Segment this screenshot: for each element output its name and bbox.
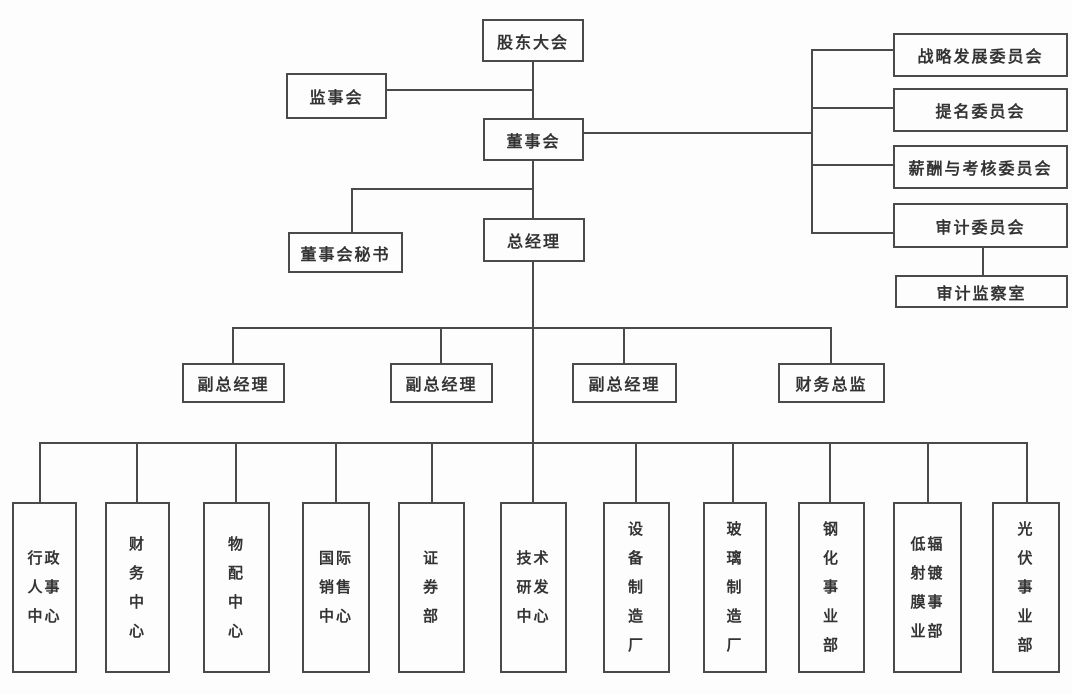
node-dept-admin-hr-center: 行政 人事 中心 [12, 502, 77, 673]
node-label: 提名委员会 [935, 104, 1026, 121]
node-label: 审计委员会 [935, 219, 1026, 237]
node-board-of-directors: 董事会 [483, 118, 584, 161]
node-board-secretary: 董事会秘书 [288, 232, 403, 273]
connector-executive-rail [232, 327, 832, 329]
node-label: 低辐 射镀 膜事 业部 [910, 535, 945, 640]
node-label: 董事会秘书 [300, 246, 391, 264]
node-label: 监事会 [309, 90, 364, 107]
node-label: 技术 研发 中心 [516, 550, 551, 625]
connector-stub-deputy-1 [232, 328, 234, 363]
node-deputy-gm-2: 副总经理 [390, 363, 493, 403]
node-committee-strategy: 战略发展委员会 [893, 33, 1068, 77]
connector-stub-dept-1 [39, 443, 41, 502]
connector-stub-deputy-2 [440, 328, 442, 363]
node-label: 财务总监 [795, 377, 868, 394]
node-label: 证 券 部 [422, 550, 440, 625]
node-label: 战略发展委员会 [917, 49, 1044, 66]
node-committee-audit: 审计委员会 [893, 203, 1068, 248]
connector-stub-finance-director [830, 328, 832, 363]
connector-stub-strategy [811, 49, 893, 51]
node-dept-logistics-center: 物 配 中 心 [203, 502, 270, 673]
connector-stub-dept-5 [431, 443, 433, 502]
node-label: 财 务 中 心 [128, 535, 146, 640]
node-general-manager: 总经理 [483, 218, 585, 262]
node-label: 副总经理 [588, 377, 661, 394]
node-dept-equipment-plant: 设 备 制 造 厂 [603, 502, 670, 673]
connector-audit-office [982, 248, 984, 275]
connector-stub-dept-9 [829, 443, 831, 502]
connector-stub-dept-3 [235, 443, 237, 502]
node-label: 董事会 [506, 133, 561, 151]
node-label: 光 伏 事 业 部 [1017, 521, 1035, 654]
node-label: 总经理 [506, 234, 561, 251]
node-label: 副总经理 [405, 377, 478, 394]
connector-stub-dept-7 [635, 443, 637, 502]
node-label: 副总经理 [197, 377, 270, 394]
connector-stub-remuneration [811, 164, 893, 166]
node-audit-supervision-office: 审计监察室 [895, 275, 1068, 308]
connector-stub-audit [811, 232, 893, 234]
connector-supervisory-board [387, 89, 534, 91]
node-finance-director: 财务总监 [778, 363, 885, 403]
connector-stub-dept-11 [1026, 443, 1028, 502]
node-label: 钢 化 事 业 部 [822, 521, 840, 654]
node-dept-intl-sales-center: 国际 销售 中心 [302, 502, 370, 673]
node-label: 股东大会 [496, 34, 569, 52]
node-dept-pv-division: 光 伏 事 业 部 [992, 502, 1060, 673]
node-deputy-gm-1: 副总经理 [182, 363, 285, 403]
connector-stub-dept-2 [136, 443, 138, 502]
node-dept-tech-rd-center: 技术 研发 中心 [500, 502, 567, 673]
node-committee-remuneration: 薪酬与考核委员会 [893, 145, 1068, 189]
connector-department-rail [39, 442, 1028, 444]
node-committee-nomination: 提名委员会 [893, 88, 1068, 132]
connector-stub-dept-8 [732, 443, 734, 502]
connector-committee-bus [811, 50, 813, 234]
connector-secretary-drop [351, 189, 353, 232]
node-dept-finance-center: 财 务 中 心 [105, 502, 170, 673]
node-dept-securities: 证 券 部 [398, 502, 465, 673]
connector-stub-dept-4 [335, 443, 337, 502]
connector-secretary-branch [351, 188, 534, 190]
node-label: 物 配 中 心 [227, 535, 245, 640]
node-label: 玻 璃 制 造 厂 [726, 521, 744, 654]
connector-board-committee-bus [584, 132, 813, 134]
node-shareholders-meeting: 股东大会 [482, 19, 584, 62]
node-label: 行政 人事 中心 [27, 550, 62, 625]
node-label: 国际 销售 中心 [318, 550, 353, 625]
node-dept-lowe-coating-division: 低辐 射镀 膜事 业部 [893, 502, 962, 673]
connector-stub-dept-10 [927, 443, 929, 502]
node-dept-tempering-division: 钢 化 事 业 部 [798, 502, 865, 673]
node-label: 审计监察室 [936, 285, 1027, 303]
connector-gm-trunk [532, 262, 534, 502]
node-label: 薪酬与考核委员会 [908, 161, 1053, 178]
node-label: 设 备 制 造 厂 [627, 521, 645, 654]
node-deputy-gm-3: 副总经理 [572, 363, 677, 403]
connector-stub-deputy-3 [623, 328, 625, 363]
connector-stub-nomination [811, 107, 893, 109]
node-supervisory-board: 监事会 [286, 73, 387, 119]
node-dept-glass-plant: 玻 璃 制 造 厂 [703, 502, 767, 673]
